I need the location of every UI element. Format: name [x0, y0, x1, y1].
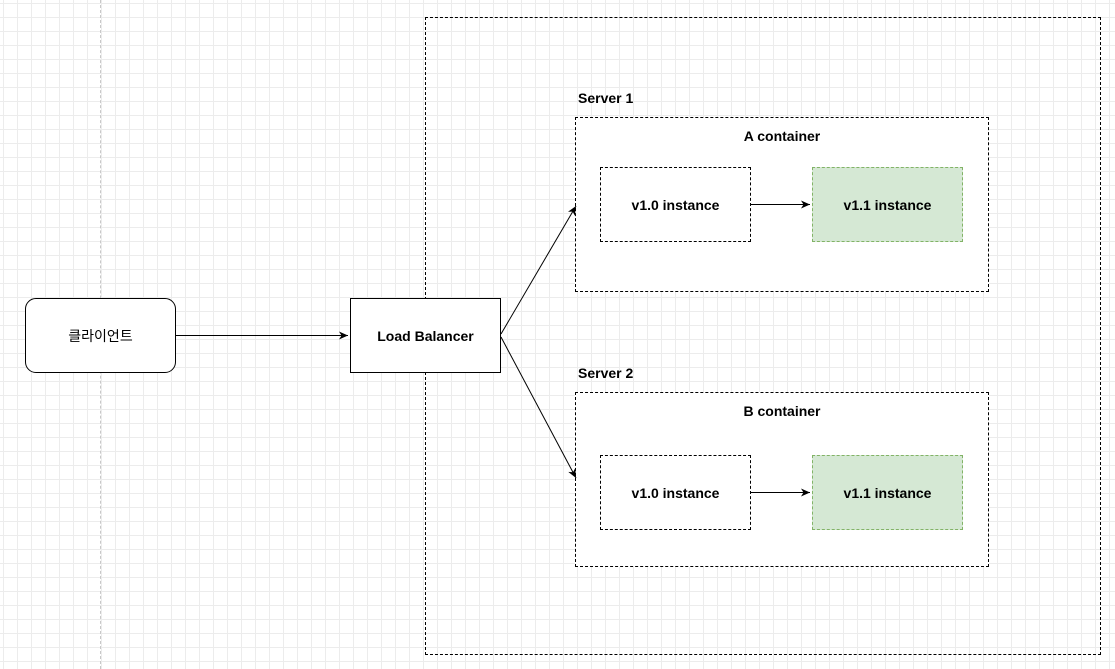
- server1-v10-instance[interactable]: v1.0 instance: [600, 167, 751, 242]
- server1-v11-instance[interactable]: v1.1 instance: [812, 167, 963, 242]
- server1-container-label: A container: [743, 128, 821, 144]
- server2-v11-label: v1.1 instance: [843, 484, 932, 501]
- server2-v10-instance[interactable]: v1.0 instance: [600, 455, 751, 530]
- server1-v10-label: v1.0 instance: [631, 196, 720, 213]
- server2-label: Server 2: [578, 365, 634, 381]
- server1-label: Server 1: [578, 90, 634, 106]
- edge-lb-to-server1: [500, 205, 577, 335]
- client-label: 클라이언트: [68, 327, 133, 344]
- server2-v10-label: v1.0 instance: [631, 484, 720, 501]
- server1-v11-label: v1.1 instance: [843, 196, 932, 213]
- load-balancer-node[interactable]: Load Balancer: [350, 298, 501, 373]
- client-node[interactable]: 클라이언트: [25, 298, 176, 373]
- load-balancer-label: Load Balancer: [377, 327, 474, 344]
- edge-lb-to-server2: [500, 336, 577, 479]
- server2-container-label: B container: [743, 403, 821, 419]
- server2-v11-instance[interactable]: v1.1 instance: [812, 455, 963, 530]
